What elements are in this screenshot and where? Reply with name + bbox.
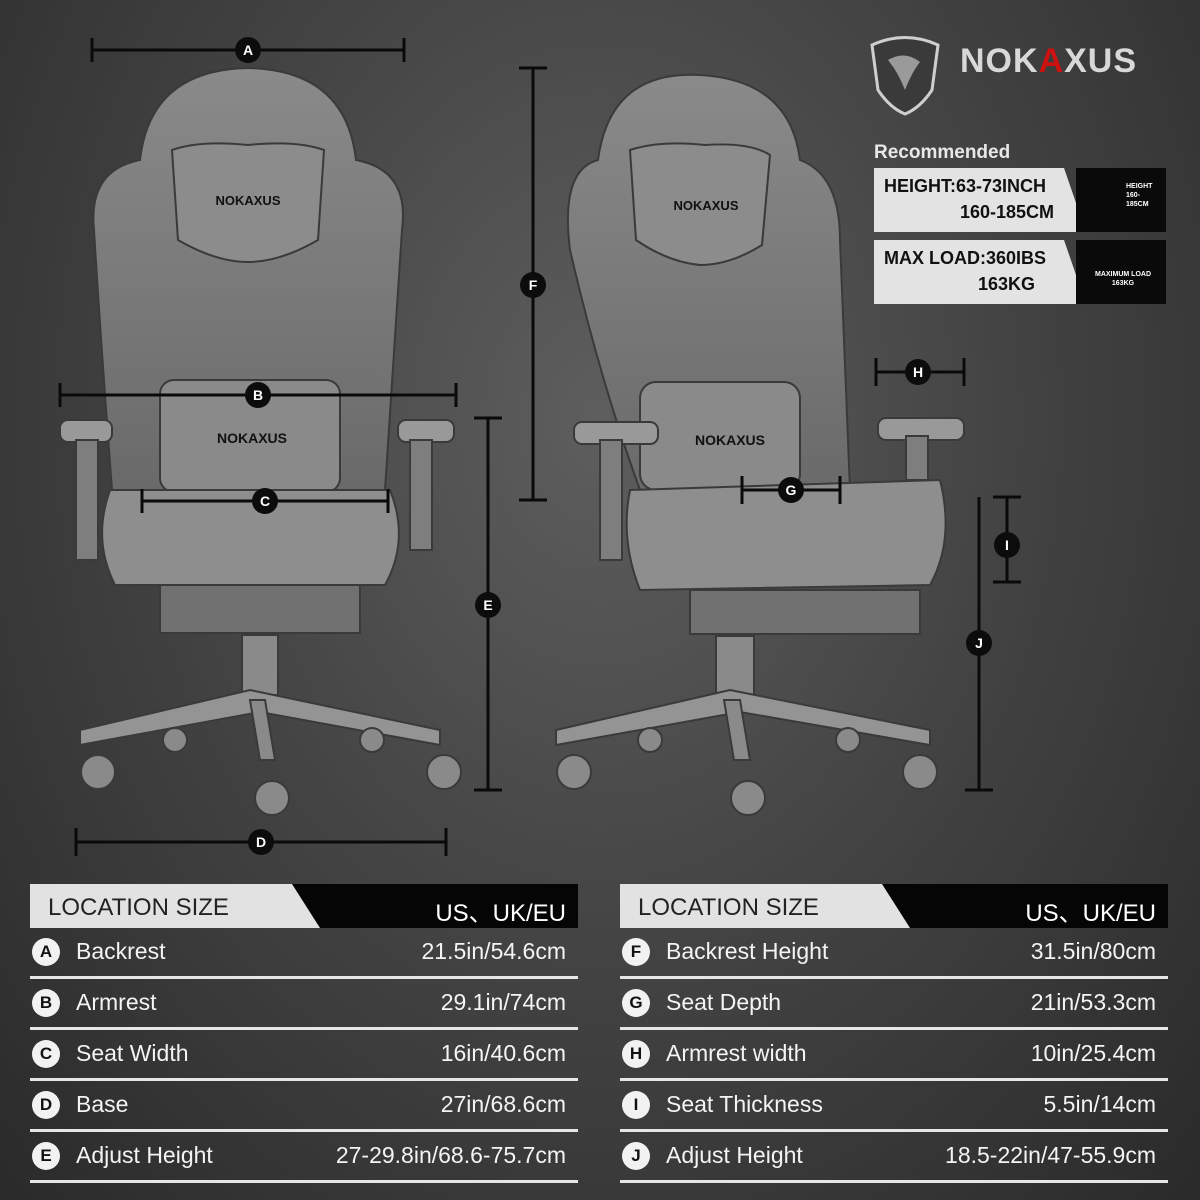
table-header: LOCATION SIZE US、UK/EU [30,884,578,928]
row-value: 31.5in/80cm [1030,938,1156,964]
row-value: 27in/68.6cm [440,1091,566,1117]
dimension-label-d: D [248,829,274,855]
row-key-badge: I [622,1091,650,1119]
row-name: Seat Thickness [666,1091,823,1117]
row-key-badge: C [32,1040,60,1068]
table-row: G Seat Depth 21in/53.3cm [620,979,1168,1030]
height-range-inch: HEIGHT:63-73INCH [884,176,1047,196]
dimension-label-j: J [966,630,992,656]
dimension-label-a: A [235,37,261,63]
chair-logo-text: NOKAXUS [673,198,738,213]
dimension-label-g: G [778,477,804,503]
dimension-label-e: E [475,592,501,618]
row-key-badge: G [622,989,650,1017]
row-value: 10in/25.4cm [1030,1040,1156,1066]
header-units: US、UK/EU [435,900,566,927]
table-row: F Backrest Height 31.5in/80cm [620,928,1168,979]
row-key-badge: J [622,1142,650,1170]
table-header: LOCATION SIZE US、UK/EU [620,884,1168,928]
row-value: 21.5in/54.6cm [421,938,566,964]
row-key-badge: F [622,938,650,966]
recommended-title: Recommended [874,142,1011,163]
row-value: 29.1in/74cm [440,989,566,1015]
brand-emblem-icon [870,36,940,116]
row-value: 16in/40.6cm [440,1040,566,1066]
brand-logo: NOKAXUS [960,42,1137,81]
brand-suffix: XUS [1064,42,1138,80]
table-row: B Armrest 29.1in/74cm [30,979,578,1030]
row-key-badge: D [32,1091,60,1119]
row-value: 18.5-22in/47-55.9cm [945,1142,1156,1168]
dimension-label-i: I [994,532,1020,558]
row-name: Armrest [76,989,157,1015]
dimension-label-h: H [905,359,931,385]
row-name: Seat Width [76,1040,189,1066]
max-load-kg: 163KG [978,274,1036,294]
header-location-size: LOCATION SIZE [638,894,819,921]
size-table-left: LOCATION SIZE US、UK/EU A Backrest 21.5in/5… [30,884,578,1183]
row-name: Armrest width [666,1040,807,1066]
height-icon-caption: HEIGHT 160-185CM [1126,183,1153,208]
row-key-badge: H [622,1040,650,1068]
recommended-load-box: MAX LOAD:360IBS 163KG MAXIMUM LOAD 163KG [874,240,1166,304]
row-key-badge: E [32,1142,60,1170]
brand-prefix: NOK [960,42,1039,80]
dimension-label-f: F [520,272,546,298]
chair-logo-text: NOKAXUS [215,193,280,208]
recommended-height-box: HEIGHT:63-73INCH 160-185CM HEIGHT 160-18… [874,168,1166,232]
table-row: D Base 27in/68.6cm [30,1081,578,1132]
row-key-badge: B [32,989,60,1017]
max-load-lbs: MAX LOAD:360IBS [884,248,1047,268]
row-name: Backrest Height [666,938,829,964]
chair-logo-text: NOKAXUS [217,430,287,446]
chair-logo-text: NOKAXUS [695,432,765,448]
table-row: H Armrest width 10in/25.4cm [620,1030,1168,1081]
front-chair [59,66,462,816]
load-icon-panel: MAXIMUM LOAD 163KG [1076,240,1166,304]
row-key-badge: A [32,938,60,966]
row-name: Adjust Height [76,1142,213,1168]
row-name: Seat Depth [666,989,782,1015]
header-location-size: LOCATION SIZE [48,894,229,921]
header-units: US、UK/EU [1025,900,1156,927]
row-name: Base [76,1091,129,1117]
row-name: Backrest [76,938,166,964]
table-row: C Seat Width 16in/40.6cm [30,1030,578,1081]
size-table-right: LOCATION SIZE US、UK/EU F Backrest Height 3… [620,884,1168,1183]
chair-diagrams: NOKAXUS NOKAXUS NOKAXUS NOKAXUS [58,36,1134,856]
dimension-label-b: B [245,382,271,408]
row-value: 5.5in/14cm [1043,1091,1156,1117]
brand-accent-letter: A [1038,42,1065,80]
row-value: 21in/53.3cm [1030,989,1156,1015]
table-row: J Adjust Height 18.5-22in/47-55.9cm [620,1132,1168,1183]
height-icon-panel: HEIGHT 160-185CM [1076,168,1166,232]
dimension-label-c: C [252,488,278,514]
row-name: Adjust Height [666,1142,803,1168]
load-icon-caption: MAXIMUM LOAD 163KG [1095,271,1151,287]
side-chair [555,73,965,816]
row-value: 27-29.8in/68.6-75.7cm [335,1142,566,1168]
table-row: A Backrest 21.5in/54.6cm [30,928,578,979]
table-row: E Adjust Height 27-29.8in/68.6-75.7cm [30,1132,578,1183]
table-row: I Seat Thickness 5.5in/14cm [620,1081,1168,1132]
height-range-cm: 160-185CM [960,202,1055,222]
